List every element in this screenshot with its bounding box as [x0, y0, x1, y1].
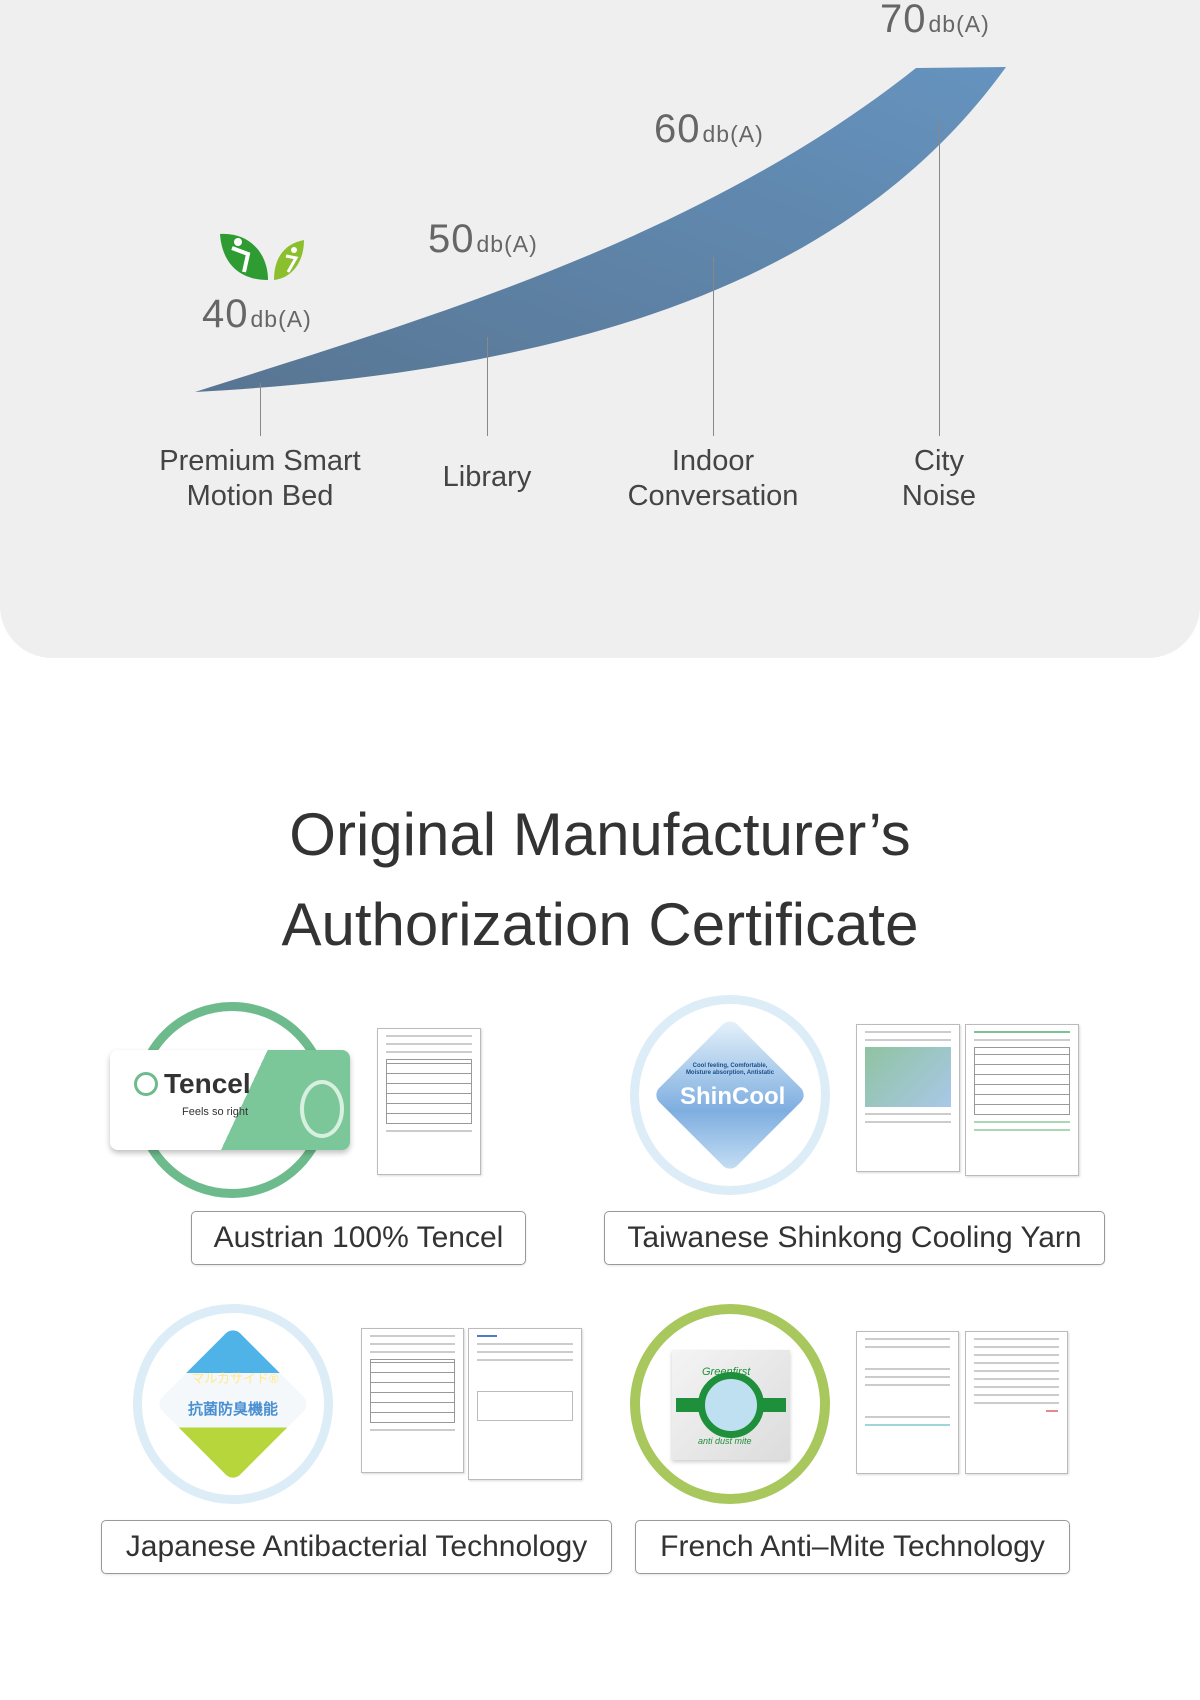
- antibacterial-certificate-document-1[interactable]: [361, 1328, 464, 1473]
- label-line: Conversation: [627, 480, 799, 512]
- label-line: Noise: [901, 480, 977, 512]
- antibacterial-certificate-document-2[interactable]: [468, 1328, 582, 1480]
- label-line: Premium Smart: [159, 445, 361, 477]
- tencel-label: Austrian 100% Tencel: [191, 1211, 526, 1265]
- tick-line-library: [487, 337, 488, 436]
- antibacterial-brand-text: マルカサイド®: [191, 1371, 279, 1386]
- tencel-swirl-icon: [134, 1072, 158, 1096]
- noise-value-60: 60db(A): [654, 107, 764, 151]
- shincool-tagline: Cool feeling, Comfortable, Moisture abso…: [685, 1063, 775, 1076]
- noise-value-70: 70db(A): [880, 0, 990, 41]
- shincool-certificate-document-2[interactable]: [965, 1024, 1079, 1176]
- antimite-seal: [698, 1372, 764, 1438]
- tick-line-city: [939, 120, 940, 436]
- antimite-label: French Anti–Mite Technology: [635, 1520, 1070, 1574]
- antimite-badge-ring: [630, 1304, 830, 1504]
- noise-value-50: 50db(A): [428, 217, 538, 261]
- tencel-swirl-large-icon: [300, 1080, 344, 1138]
- antimite-certificate-document-1[interactable]: [856, 1331, 959, 1474]
- antimite-badge-card: Greenfirst anti dust mite: [672, 1350, 790, 1460]
- antibacterial-badge-ring: [133, 1304, 333, 1504]
- antimite-certificate-document-2[interactable]: [965, 1331, 1068, 1474]
- noise-curve: [195, 67, 1006, 392]
- label-line: Indoor: [671, 445, 755, 477]
- antibacterial-label: Japanese Antibacterial Technology: [101, 1520, 612, 1574]
- tencel-certificate-document[interactable]: [377, 1028, 481, 1175]
- leaf-family-icon: [220, 233, 304, 280]
- category-label-library: Library: [367, 460, 607, 495]
- antibacterial-badge-text: 抗菌防臭機能: [187, 1401, 278, 1418]
- tencel-tagline: Feels so right: [182, 1106, 249, 1118]
- tencel-logo-text: Tencel: [164, 1068, 251, 1099]
- antimite-tagline: anti dust mite: [698, 1436, 752, 1446]
- shincool-logo-text: ShinCool: [680, 1083, 786, 1110]
- title-line-2: Authorization Certificate: [281, 891, 919, 958]
- noise-value-40: 40db(A): [202, 292, 312, 336]
- label-line: Motion Bed: [186, 480, 334, 512]
- shincool-certificate-document-1[interactable]: [856, 1024, 960, 1172]
- tick-line-conversation: [713, 257, 714, 436]
- tencel-tag: Tencel Feels so right: [110, 1050, 350, 1150]
- antimite-brand-text: Greenfirst: [702, 1366, 751, 1378]
- shincool-badge-ring: [630, 995, 830, 1195]
- label-line: City: [914, 445, 964, 477]
- certificate-section-title: Original Manufacturer’s Authorization Ce…: [0, 790, 1200, 970]
- noise-curve-band: [195, 67, 1006, 392]
- shincool-label: Taiwanese Shinkong Cooling Yarn: [604, 1211, 1105, 1265]
- label-line: Library: [442, 461, 532, 493]
- tick-line-bed: [260, 383, 261, 436]
- title-line-1: Original Manufacturer’s: [289, 801, 911, 868]
